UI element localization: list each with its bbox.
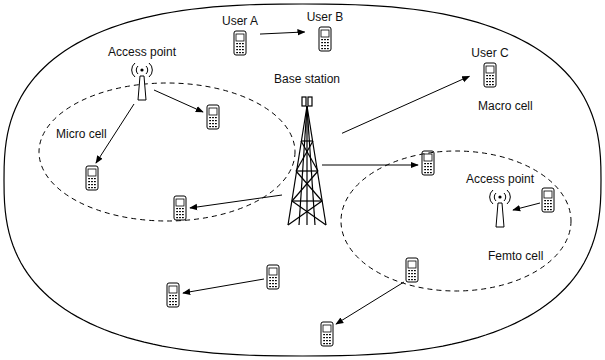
- femto-cell: Femto cell Access point: [340, 150, 572, 292]
- antenna-icon: [130, 61, 154, 101]
- link-arrows: [96, 90, 540, 324]
- unlabeled-phones: [86, 105, 554, 346]
- cell-boundary: [38, 82, 296, 222]
- phone-icon: [483, 62, 497, 88]
- user-label: User B: [307, 10, 344, 24]
- signal-arrow: [260, 32, 305, 34]
- macro-cell: Macro cellUser AUser BUser CMicro cellAc…: [3, 3, 602, 357]
- user-label: User A: [222, 14, 258, 28]
- tower-icon: [285, 96, 329, 226]
- access-point-label: Access point: [108, 45, 176, 59]
- user-label: User C: [471, 46, 508, 60]
- access-point: Access point: [466, 172, 534, 228]
- access-point-label: Access point: [466, 172, 534, 186]
- antenna-icon: [488, 188, 512, 228]
- base-station-label: Base station: [274, 72, 340, 86]
- user-phone: User C: [471, 46, 508, 88]
- access-point: Access point: [108, 45, 176, 101]
- micro-cell: Micro cellAccess point: [38, 82, 296, 222]
- cell-boundary: [340, 150, 572, 292]
- phone-icon: [318, 26, 332, 52]
- signal-arrow: [342, 76, 469, 133]
- cell-label: Macro cell: [478, 99, 533, 113]
- phone-icon: [233, 30, 247, 56]
- cell-label: Femto cell: [488, 249, 543, 263]
- user-phone: User B: [307, 10, 344, 52]
- base-station: Base station: [274, 72, 340, 226]
- cell-label: Micro cell: [56, 127, 107, 141]
- user-phone: User A: [222, 14, 258, 56]
